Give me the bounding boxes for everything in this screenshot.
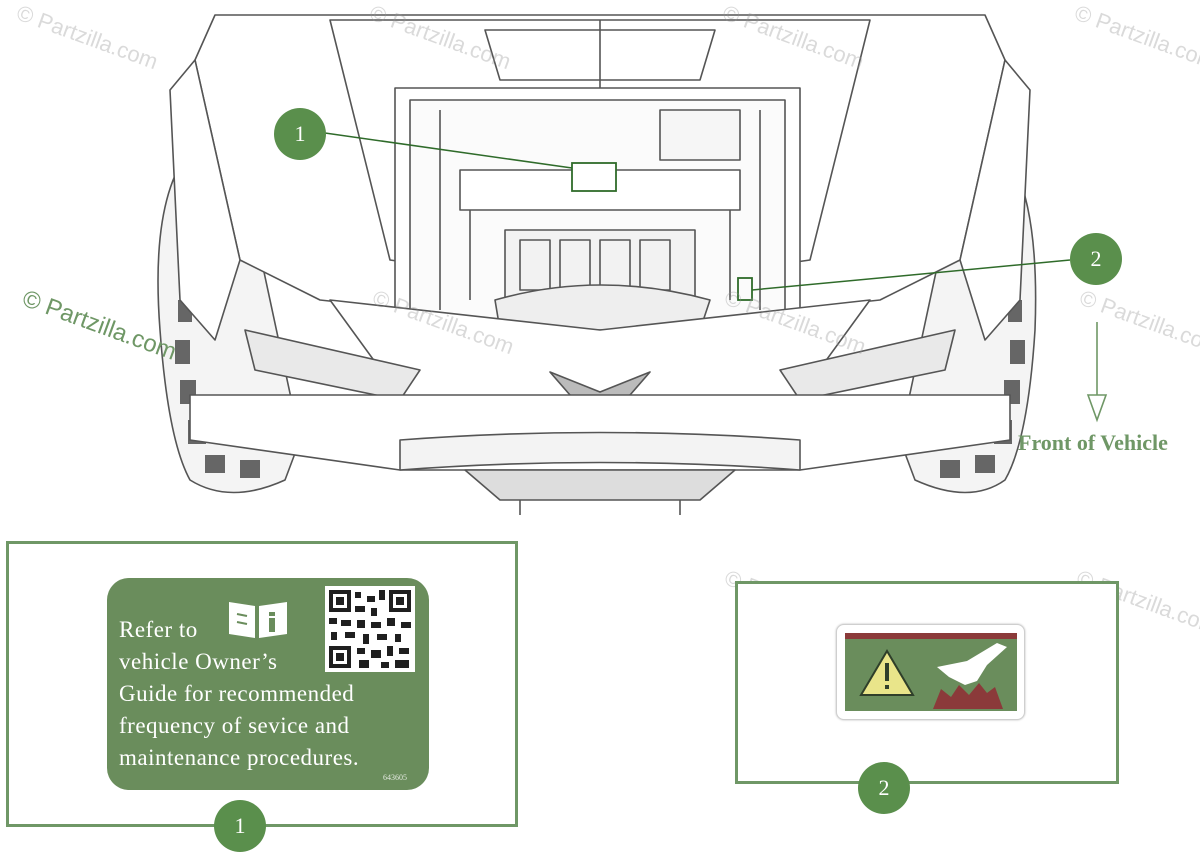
decal-1-text: Refer to vehicle Owner’s Guide for recom… — [119, 614, 399, 774]
owner-guide-book-icon — [229, 602, 287, 638]
callout-2-below-panel: 2 — [858, 762, 910, 814]
decal-1-line: frequency of sevice and — [119, 713, 350, 738]
callout-1-below-panel: 1 — [214, 800, 266, 852]
decal-1: Refer to vehicle Owner’s Guide for recom… — [107, 578, 429, 790]
decal-1-line: Refer to — [119, 617, 198, 642]
decal-1-line: Guide for recommended — [119, 681, 355, 706]
front-direction-arrow — [1086, 322, 1108, 423]
decal-2-location-marker — [737, 277, 753, 301]
leader-line-2 — [751, 259, 1071, 291]
callout-2: 2 — [1070, 233, 1122, 285]
decal-2-panel — [735, 581, 1119, 784]
decal-2 — [836, 624, 1025, 720]
decal-2-graphic — [845, 633, 1017, 711]
hand-hot-surface-icon — [933, 643, 1007, 709]
qr-code-icon — [325, 586, 415, 672]
front-of-vehicle-label: Front of Vehicle — [1018, 430, 1168, 455]
decal-1-line: vehicle Owner’s — [119, 649, 278, 674]
decal-1-line: maintenance procedures. — [119, 745, 360, 770]
warning-triangle-icon — [859, 649, 915, 696]
leader-line-1 — [324, 132, 573, 169]
decal-1-location-marker — [571, 162, 617, 192]
callout-1: 1 — [274, 108, 326, 160]
decal-1-part-code: 643605 — [383, 773, 407, 782]
